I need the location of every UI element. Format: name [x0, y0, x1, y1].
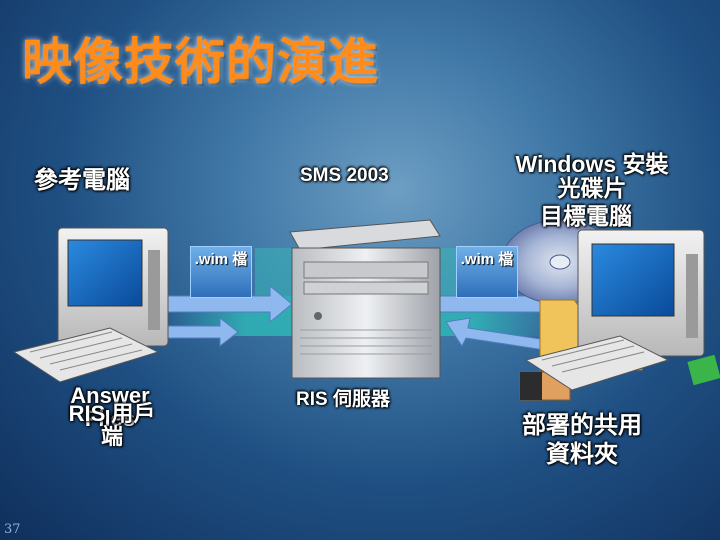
- target-computer-label: 目標電腦: [540, 203, 632, 229]
- ris-server: [289, 219, 441, 379]
- wim-file-right-label: .wim 檔: [460, 251, 514, 268]
- target-computer: [524, 229, 720, 391]
- answer-files-label: Answer Files: [70, 383, 150, 432]
- arrow-ref-to-server: [149, 284, 293, 324]
- shared-folder-label: 部署的共用資料夾: [522, 412, 642, 468]
- sms-label: SMS 2003: [300, 165, 389, 186]
- ris-client-label: RIS 用戶端: [68, 401, 156, 450]
- reference-computer: [12, 227, 169, 383]
- reference-computer-label: 參考電腦: [34, 167, 130, 194]
- wim-file-right: .wim 檔: [456, 246, 518, 298]
- windows-cd-label: Windows 安裝光碟片: [515, 151, 669, 202]
- wim-file-left-label: .wim 檔: [194, 251, 248, 268]
- page-number: 37: [4, 522, 21, 537]
- ris-server-label: RIS 伺服器: [296, 389, 390, 410]
- wim-file-left: .wim 檔: [190, 246, 252, 298]
- slide-title: 映像技術的演進: [22, 33, 379, 91]
